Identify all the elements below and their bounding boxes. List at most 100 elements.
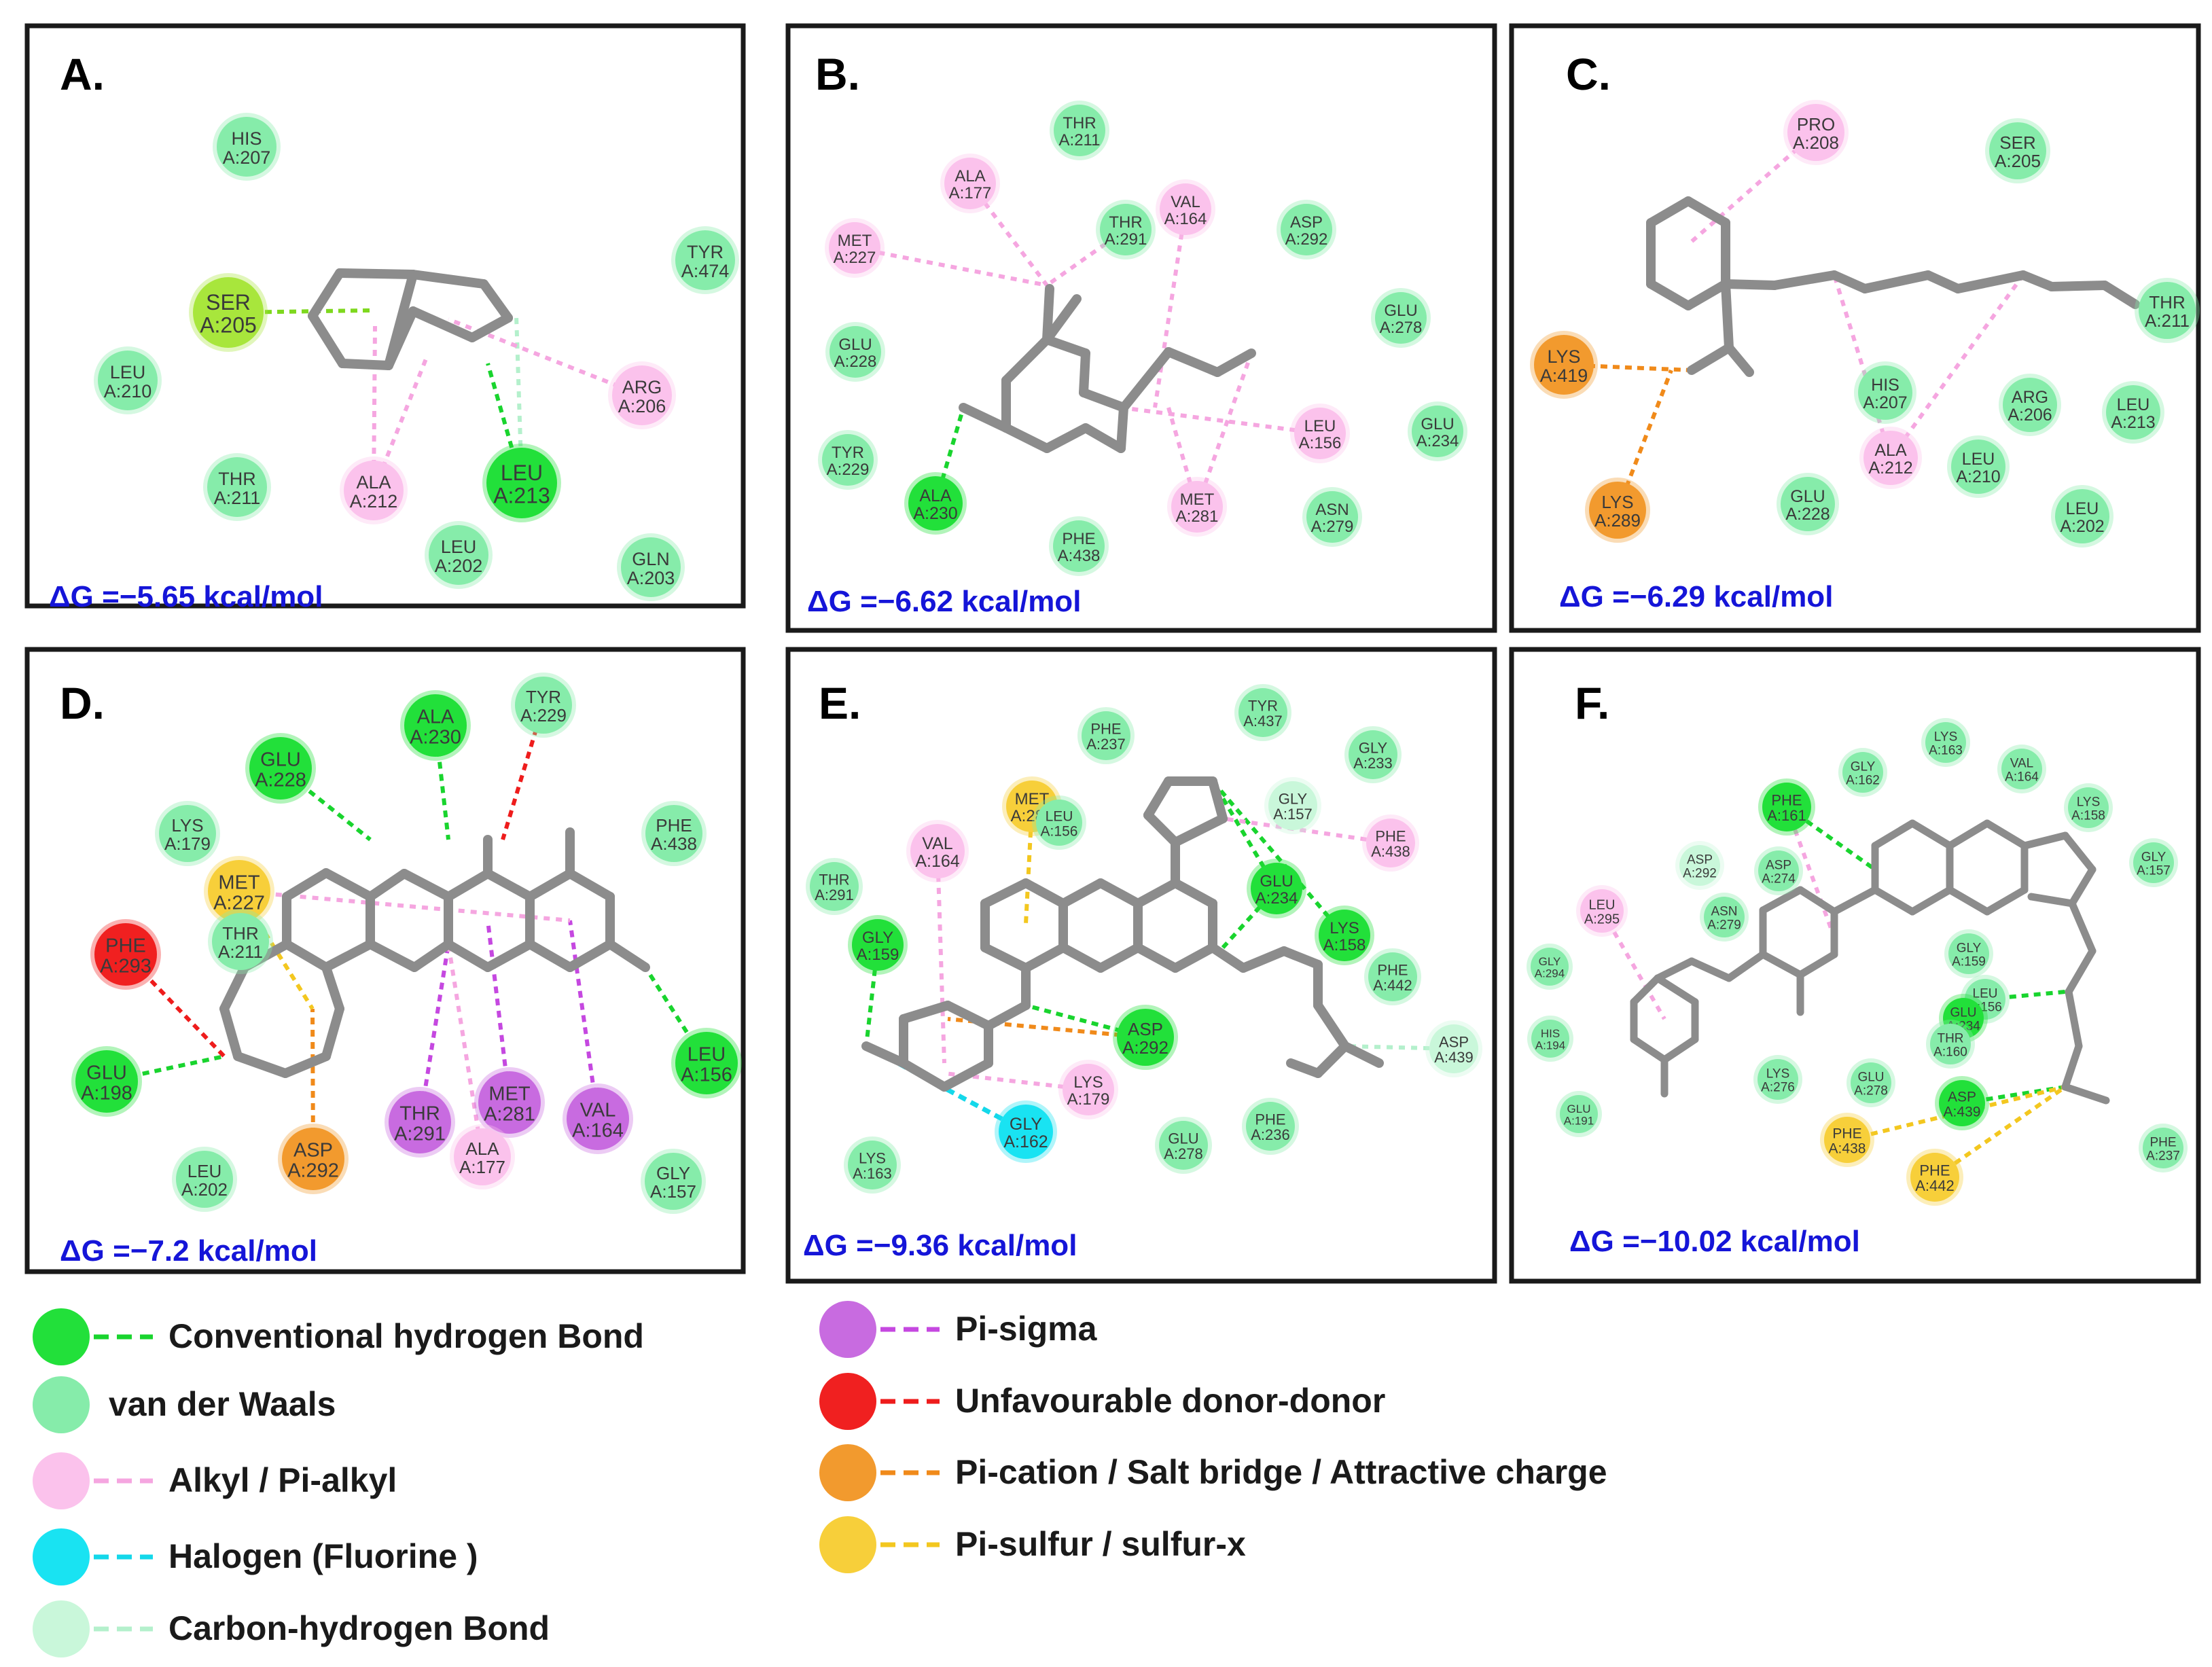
residue-id: A:292 (287, 1160, 339, 1182)
ligand-bond (282, 939, 331, 972)
ligand-bond (1042, 294, 1082, 344)
residue-id: A:229 (520, 705, 567, 725)
interaction-line (486, 363, 524, 484)
residue-id: A:210 (104, 381, 152, 401)
ligand-bond (1908, 819, 1954, 850)
residue-disc (1858, 365, 1912, 420)
residue-id: A:438 (1829, 1141, 1866, 1156)
residue-disc (1951, 440, 2005, 494)
ligand-bond (1119, 347, 1173, 412)
residue-disc (1910, 1153, 1959, 1202)
residue-disc (1281, 204, 1332, 255)
residue-id: A:227 (213, 893, 265, 914)
interaction-line (1120, 406, 1321, 435)
residue-disc (1589, 482, 1646, 539)
ligand-bond (321, 868, 375, 901)
legend-label: Conventional hydrogen Bond (168, 1317, 644, 1355)
residue-disc (1531, 948, 1569, 986)
ligand-bond (281, 1052, 331, 1078)
residue-name: GLU (86, 1062, 127, 1084)
residue-id: A:228 (255, 770, 306, 791)
residue-name: GLU (1421, 415, 1454, 433)
ligand-bond (1021, 943, 1068, 973)
legend-item-chbond: Carbon-hydrogen Bond (33, 1600, 550, 1657)
residue-id: A:292 (1683, 866, 1717, 880)
residue-name: LEU (1304, 417, 1336, 435)
ligand-bond (408, 270, 488, 289)
residue-id: A:156 (1299, 434, 1342, 452)
residue-disc (1930, 1024, 1971, 1064)
residue-id: A:278 (1164, 1145, 1203, 1162)
residue-disc (1863, 431, 1918, 485)
residue-disc (454, 1128, 511, 1185)
residue-name: GLY (2141, 850, 2166, 865)
residue-disc (1375, 292, 1427, 344)
residue-name: ASP (1948, 1089, 1976, 1105)
ligand-bond (1654, 957, 1696, 982)
ligand-bond (1133, 878, 1180, 908)
legend-label: Alkyl / Pi-alkyl (168, 1461, 397, 1499)
ligand-bond (1724, 343, 1754, 377)
residue-id: A:292 (1122, 1037, 1169, 1058)
legend-item-pisulfur: Pi-sulfur / sulfur-x (819, 1516, 1246, 1573)
residue-id: A:230 (410, 727, 461, 749)
residue-disc (1758, 850, 1799, 891)
ligand-bond (1058, 878, 1105, 908)
residue-id: A:213 (493, 483, 550, 507)
residue-disc (249, 737, 312, 800)
residue-disc (2003, 378, 2057, 432)
residue-disc (1160, 183, 1211, 235)
ligand-bond (1042, 335, 1090, 358)
ligand-bond (1116, 403, 1128, 453)
residue-disc (1824, 1117, 1870, 1163)
residue-disc (1560, 1095, 1598, 1133)
ligand-bond (565, 869, 615, 901)
legend-item-vdw: van der Waals (33, 1376, 336, 1433)
ligand-bond (605, 939, 650, 972)
ligand-bond (1646, 279, 1693, 310)
legend-swatch (33, 1308, 90, 1365)
ligand-bond (1683, 196, 1730, 228)
residue-id: A:163 (1929, 743, 1963, 757)
ligand-bond (1725, 950, 1767, 982)
ligand-bond (1042, 423, 1090, 453)
residue-name: GLY (1851, 760, 1876, 774)
residue-id: A:163 (853, 1165, 892, 1182)
ligand-bond (984, 1001, 1031, 1030)
residue-name: HIS (1541, 1027, 1560, 1040)
residue-id: A:158 (1323, 936, 1366, 954)
residue-name: LYS (1547, 346, 1580, 367)
residue-disc (193, 277, 264, 348)
ligand-bond (1796, 950, 1838, 979)
residue-disc (1082, 711, 1130, 760)
residue-disc (1531, 1020, 1569, 1058)
panel-frame (785, 647, 1497, 1284)
residue-id: A:198 (81, 1083, 132, 1105)
ligand-bond (444, 869, 493, 901)
ligand-bond (1171, 814, 1228, 847)
residue-name: LEU (110, 362, 146, 382)
ligand-bond (467, 313, 513, 342)
residue-id: A:162 (1003, 1132, 1048, 1151)
ligand-bond (1058, 943, 1105, 973)
residue-disc (1580, 889, 1624, 933)
ligand-bond (940, 1058, 993, 1092)
residue-name: ALA (919, 486, 952, 505)
residue-name: VAL (1171, 193, 1200, 211)
residue-id: A:158 (2071, 808, 2105, 823)
residue-disc (1251, 863, 1302, 914)
